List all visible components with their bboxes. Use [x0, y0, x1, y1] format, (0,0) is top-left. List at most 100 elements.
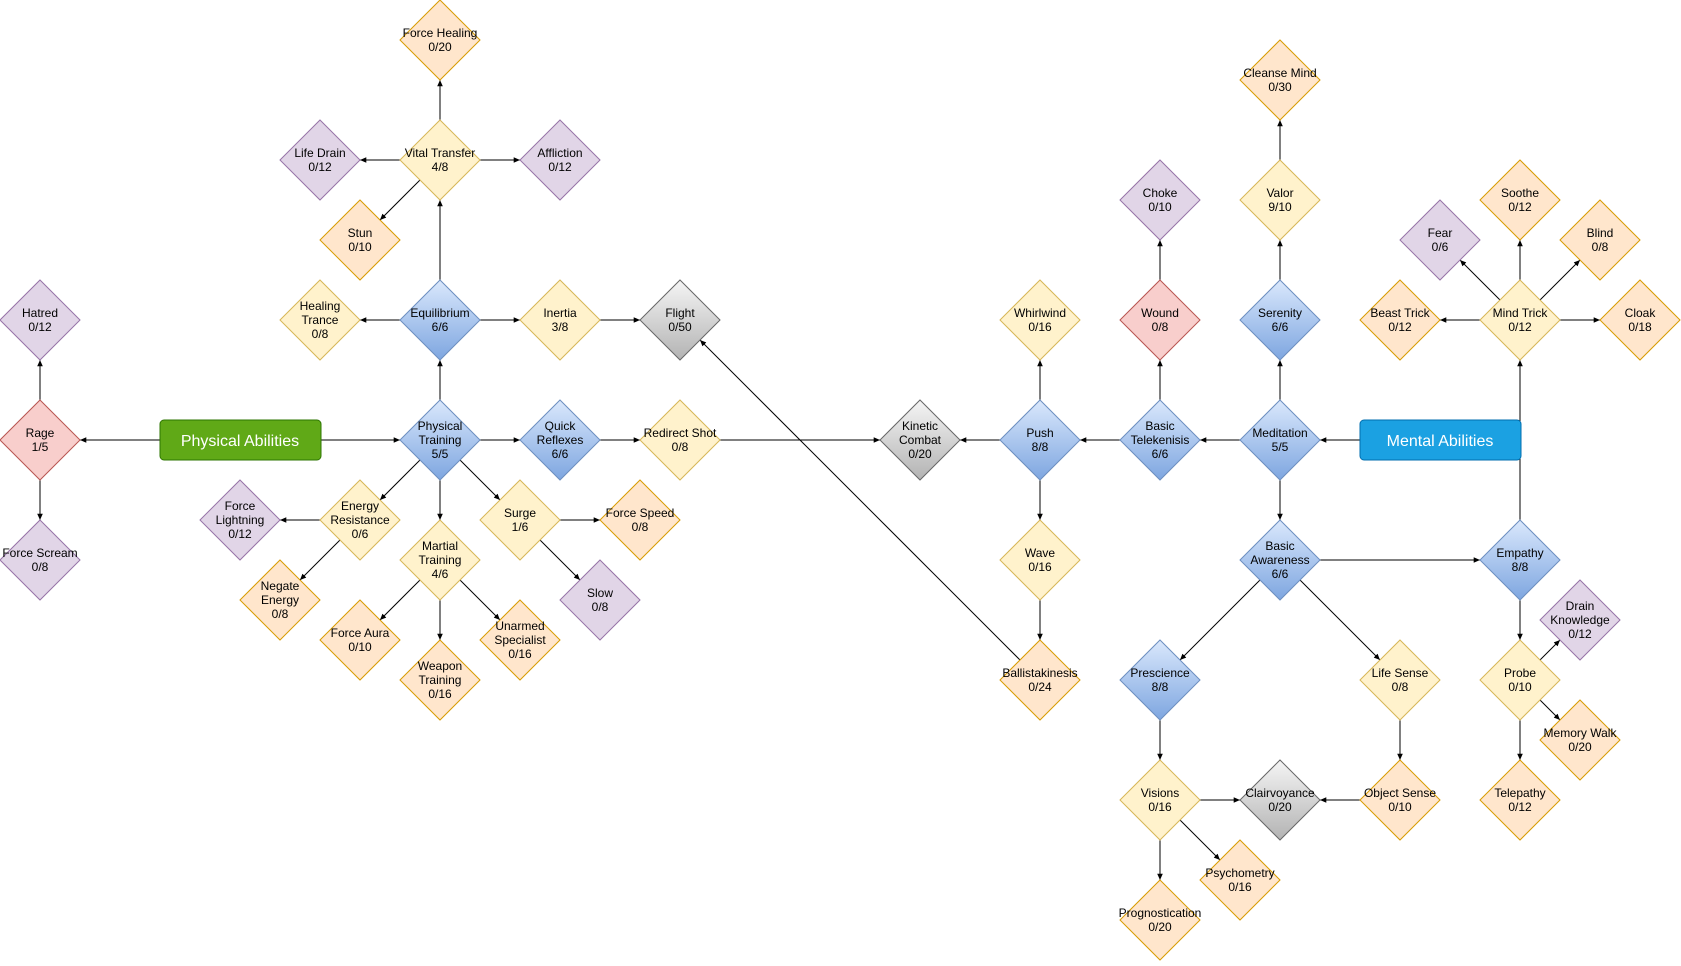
- skill-points: 4/6: [432, 567, 449, 581]
- skill-name: Kinetic: [902, 419, 938, 433]
- skill-name: Trance: [302, 313, 339, 327]
- diamond-shape: [1479, 639, 1561, 721]
- diamond-shape: [639, 279, 721, 361]
- skill-name: Affliction: [537, 146, 582, 160]
- diamond-shape: [239, 559, 321, 641]
- skill-points: 6/6: [552, 447, 569, 461]
- skill-name: Force Speed: [606, 506, 675, 520]
- diamond-shape: [279, 279, 361, 361]
- diamond-shape: [1359, 759, 1441, 841]
- skill-name: Hatred: [22, 306, 58, 320]
- connector-mind-trick-to-fear: [1459, 259, 1501, 301]
- skill-points: 0/6: [1432, 240, 1449, 254]
- skill-points: 0/12: [548, 160, 572, 174]
- diamond-shape: [519, 119, 601, 201]
- skill-name: Drain: [1566, 599, 1595, 613]
- skill-name: Mind Trick: [1493, 306, 1549, 320]
- skill-name: Energy: [261, 593, 299, 607]
- diamond-shape: [1559, 199, 1641, 281]
- diamond-shape: [999, 519, 1081, 601]
- skill-points: 8/8: [1512, 560, 1529, 574]
- skill-name: Empathy: [1496, 546, 1543, 560]
- skill-points: 1/6: [512, 520, 529, 534]
- skill-name: Fear: [1428, 226, 1453, 240]
- connector-basic-awareness-to-life-sense: [1299, 579, 1381, 661]
- diamond-shape: [1119, 279, 1201, 361]
- mental-abilities-label[interactable]: Mental Abilities: [1359, 419, 1522, 461]
- skill-points: 0/12: [1508, 200, 1532, 214]
- skill-name: Meditation: [1252, 426, 1307, 440]
- diamond-shape: [519, 279, 601, 361]
- physical-abilities-label[interactable]: Physical Abilities: [159, 419, 322, 461]
